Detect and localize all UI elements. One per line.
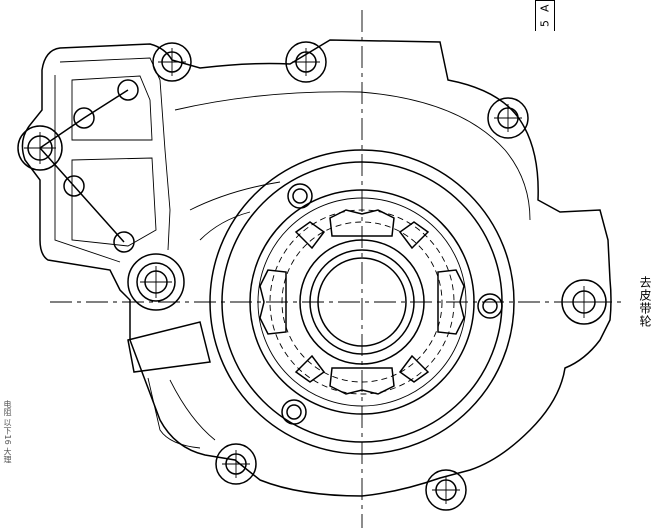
- flange-ring-inner: [257, 197, 467, 407]
- bolt-boss: [127, 253, 185, 311]
- housing-inner-contour: [174, 91, 531, 241]
- left-bracket-inner: [71, 75, 157, 247]
- datum-letter: A: [538, 4, 552, 13]
- rib-boss: [73, 107, 95, 129]
- bolt-boss: [152, 42, 192, 82]
- outer-bore-ring: [209, 149, 515, 455]
- dowel-hole: [281, 399, 307, 425]
- rotor-hidden-ring: [281, 221, 443, 383]
- hub-ring: [299, 239, 425, 365]
- bolt-boss: [285, 41, 327, 83]
- bolt-boss: [17, 125, 63, 171]
- rib-boss: [63, 175, 85, 197]
- bolt-boss: [215, 443, 257, 485]
- margin-note: 电阻 以下16 大理: [3, 400, 12, 464]
- lower-web: [147, 377, 216, 449]
- housing-outline: [21, 39, 612, 497]
- lower-band: [127, 321, 211, 373]
- left-bracket-outer: [54, 57, 171, 263]
- rib-boss: [113, 231, 135, 253]
- bolt-boss: [561, 279, 607, 325]
- shaft-bore: [309, 249, 415, 355]
- shaft-bore-inner: [317, 257, 407, 347]
- bolt-boss: [487, 97, 529, 139]
- flange-ring: [249, 189, 475, 415]
- rotor-hidden-ring: [269, 209, 455, 395]
- bolt-boss: [425, 469, 467, 511]
- rotor-lobes: [259, 209, 465, 395]
- dowel-hole: [477, 293, 503, 319]
- belt-pulley-label: 去皮带轮: [638, 276, 652, 328]
- rib-boss: [117, 79, 139, 101]
- bracket-ribs: [39, 89, 129, 243]
- datum-reference-box: 5 A: [535, 0, 555, 31]
- dowel-hole: [287, 183, 313, 209]
- datum-fragment: 5: [538, 20, 552, 28]
